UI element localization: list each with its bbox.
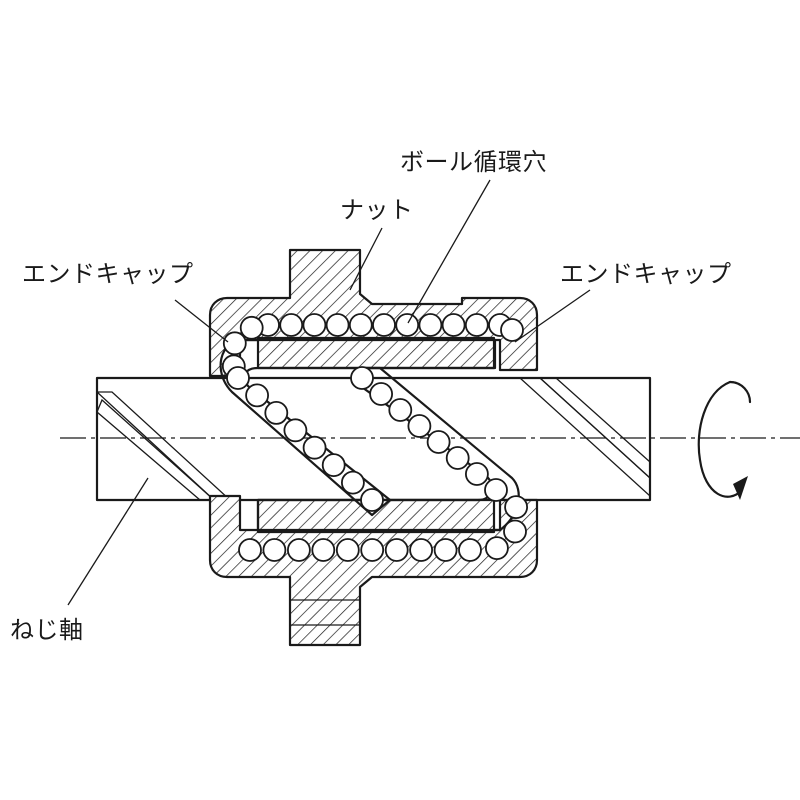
shaft-thread-grooves bbox=[97, 378, 650, 500]
label-end-cap-left: エンドキャップ bbox=[22, 260, 194, 288]
ball bbox=[388, 398, 413, 422]
balls bbox=[221, 313, 528, 562]
ball bbox=[372, 313, 396, 337]
ball bbox=[325, 313, 350, 337]
leader-lines bbox=[67, 179, 591, 606]
ball bbox=[335, 538, 360, 562]
ball bbox=[500, 318, 524, 342]
label-ball-return: ボール循環穴 bbox=[400, 148, 547, 176]
ball bbox=[484, 536, 509, 560]
ball bbox=[395, 313, 420, 337]
ball bbox=[464, 313, 489, 337]
leader-screw-shaft bbox=[67, 477, 149, 606]
rotation-arrow-icon bbox=[697, 380, 752, 500]
ball bbox=[262, 538, 287, 562]
ball bbox=[433, 538, 458, 562]
ball bbox=[311, 538, 336, 562]
ball bbox=[350, 366, 374, 390]
leader-end-cap-right bbox=[514, 289, 591, 343]
leader-end-cap-left bbox=[174, 299, 229, 343]
ball bbox=[264, 400, 289, 425]
ball bbox=[302, 313, 327, 337]
ball bbox=[283, 418, 308, 443]
ball bbox=[484, 478, 508, 502]
ball bbox=[504, 495, 528, 520]
ball bbox=[279, 313, 304, 337]
ball bbox=[360, 488, 384, 512]
ball bbox=[503, 519, 527, 544]
ball bbox=[458, 538, 482, 562]
ball bbox=[369, 382, 394, 406]
ball bbox=[340, 470, 365, 495]
ball bbox=[321, 453, 346, 478]
ball bbox=[302, 435, 327, 460]
ball bbox=[445, 446, 470, 470]
ball bbox=[348, 313, 373, 337]
ball bbox=[418, 313, 443, 337]
leader-ball-return bbox=[407, 179, 491, 324]
ball bbox=[238, 538, 262, 562]
label-screw-shaft: ねじ軸 bbox=[10, 616, 84, 644]
ball bbox=[286, 538, 311, 562]
ball bbox=[384, 538, 409, 562]
label-end-cap-right: エンドキャップ bbox=[560, 260, 732, 288]
ball bbox=[239, 315, 264, 340]
nut-upper-section bbox=[208, 248, 539, 378]
ball bbox=[407, 414, 432, 438]
ball bbox=[360, 538, 385, 562]
label-nut: ナット bbox=[340, 196, 414, 224]
leader-nut bbox=[349, 227, 383, 291]
ball bbox=[245, 383, 270, 408]
ball bbox=[222, 331, 247, 356]
ball bbox=[226, 366, 250, 390]
ball bbox=[426, 430, 451, 454]
ball bbox=[464, 462, 489, 486]
ball bbox=[441, 313, 466, 337]
ball bbox=[409, 538, 434, 562]
